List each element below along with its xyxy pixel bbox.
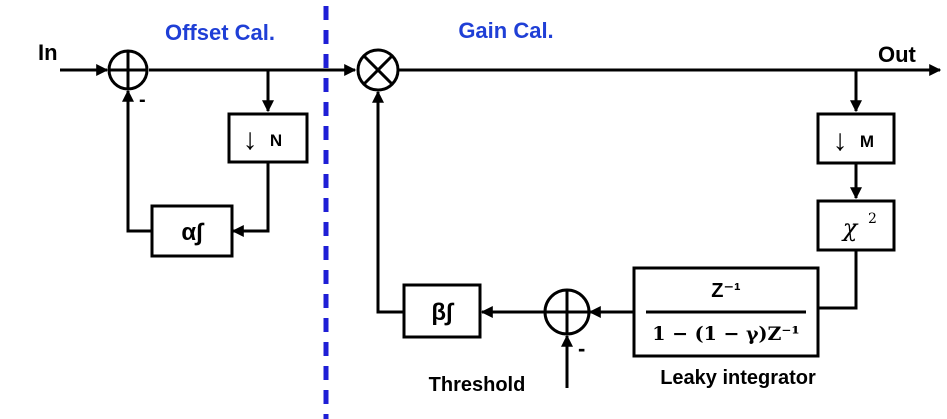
downsample-m-label: M (860, 132, 874, 151)
gain-cal-title: Gain Cal. (458, 18, 553, 43)
threshold-sum-minus-sign: - (578, 336, 585, 361)
leaky-integrator-block: Z⁻¹ 1 − (1 − γ)Z⁻¹ (632, 266, 820, 358)
leaky-integrator-caption: Leaky integrator (660, 367, 816, 389)
threshold-summing-junction (543, 288, 591, 336)
offset-cal-title: Offset Cal. (165, 20, 275, 45)
downsample-n-label: N (270, 131, 282, 150)
gain-multiplier (356, 48, 400, 92)
beta-integrator-label: β∫ (431, 299, 455, 326)
leaky-integrator-numerator: Z⁻¹ (711, 280, 741, 302)
downsample-n-block: ↓ N (227, 112, 309, 164)
offset-summing-junction (107, 49, 149, 91)
down-arrow-icon: ↓ (243, 123, 258, 156)
downsample-m-block: ↓ M (816, 112, 896, 165)
chi-exponent: 2 (868, 211, 877, 227)
leaky-integrator-denominator: 1 − (1 − γ)Z⁻¹ (652, 323, 799, 345)
chi-symbol: χ (841, 214, 859, 242)
alpha-integrator-label: α∫ (181, 219, 205, 246)
down-arrow-icon: ↓ (833, 124, 848, 157)
gain-feedback-path (372, 70, 862, 388)
chi-squared-block: χ 2 (816, 199, 896, 252)
offset-feedback-path (122, 70, 274, 237)
threshold-label: Threshold (429, 374, 526, 396)
input-label: In (38, 40, 58, 65)
offset-sum-minus-sign: - (139, 89, 146, 111)
beta-integrator-block: β∫ (402, 283, 482, 339)
output-label: Out (878, 42, 917, 67)
alpha-integrator-block: α∫ (150, 204, 234, 258)
